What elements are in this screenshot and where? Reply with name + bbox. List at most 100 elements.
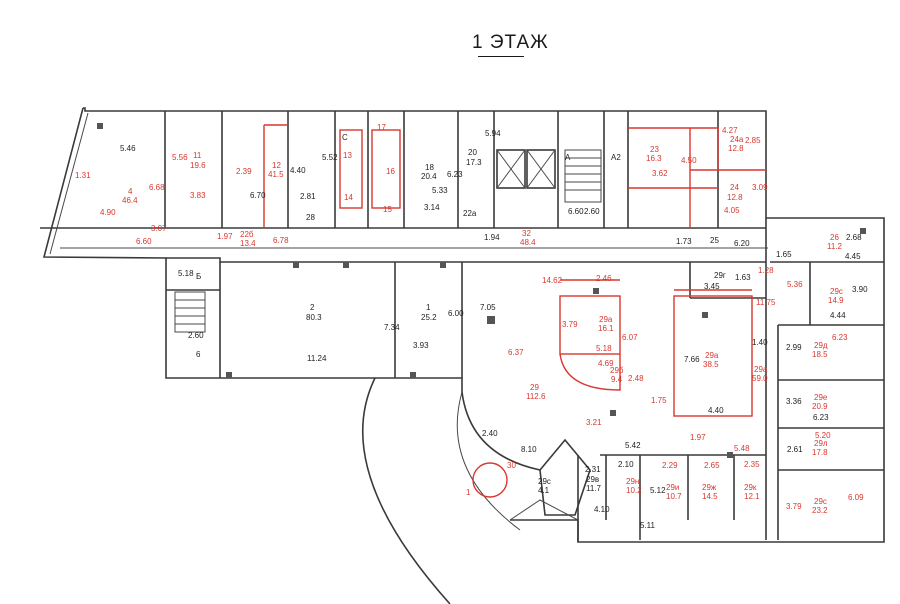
room-number: 13 [343,151,352,160]
dimension-label: 5.33 [432,186,448,195]
room-number: 24а [730,135,744,144]
dimension-label: 1.65 [776,250,792,259]
room-number: 29д [814,341,828,350]
dimension-label: 3.62 [652,169,668,178]
room-number: 20 [468,148,477,157]
room-area: 38.5 [703,360,719,369]
dimension-label: 5.11 [640,521,656,530]
dimension-label: 2.68 [846,233,862,242]
dimension-label: 5.18 [596,344,612,353]
dimension-label: 6.20 [734,239,750,248]
dimension-label: 5.48 [734,444,750,453]
room-area: 4.1 [538,486,550,495]
room-number: А2 [611,153,621,162]
room-area: 18.5 [812,350,828,359]
room-number: 29ж [702,483,717,492]
room-number: 16 [386,167,395,176]
room-number: 29г [714,271,726,280]
room-labels: 4 46.4 11 19.6 12 41.5 13 14 15 16 17 18… [122,123,844,515]
dimension-label: 2.85 [745,136,761,145]
room-number: 28 [306,213,315,222]
room-area: 19.6 [190,161,206,170]
room-number: 17 [377,123,386,132]
room-number: 32 [522,229,531,238]
dimension-label: 4.45 [845,252,861,261]
room-number: 1 [466,488,471,497]
room-area: 80.3 [306,313,322,322]
dimension-label: 6.23 [447,170,463,179]
dimension-label: 5.12 [650,486,666,495]
room-area: 25.2 [421,313,437,322]
dimension-label: 5.52 [322,153,338,162]
room-number: 29и [666,483,679,492]
room-number: 29с [814,497,827,506]
dimension-label: 3.93 [413,341,429,350]
room-number: 23 [650,145,659,154]
room-number: 29а [599,315,613,324]
room-area: 11.7 [586,484,602,493]
dimension-label: 1.31 [75,171,91,180]
room-area: 16.1 [598,324,614,333]
dimension-label: 4.27 [722,126,738,135]
room-number: 29с [830,287,843,296]
room-area: 23.2 [812,506,828,515]
dimension-label: 2.29 [662,461,678,470]
room-area: 112.6 [526,392,546,401]
dimension-label: 5.18 [178,269,194,278]
room-area: 10.2 [626,486,642,495]
dimension-label: 5.94 [485,129,501,138]
room-area: 14.9 [828,296,844,305]
room-area: 12.8 [728,144,744,153]
outer-walls [42,107,885,543]
room-area: 59.0 [752,374,768,383]
dimension-label: 6.09 [848,493,864,502]
red-partitions [263,124,766,417]
dimension-label: 4.05 [724,206,740,215]
room-number: 24 [730,183,739,192]
dimension-label: 2.46 [596,274,612,283]
dimension-label: 2.99 [786,343,802,352]
floor-title: 1 ЭТАЖ [472,32,549,53]
room-area: 14.5 [702,492,718,501]
dimension-label: 1.28 [758,266,774,275]
room-number: 29н [626,477,639,486]
room-area: 17.8 [812,448,828,457]
dimension-label: 2.61 [787,445,803,454]
interior-walls [40,111,884,604]
room-area: 48.4 [520,238,536,247]
dimension-label: 7.05 [480,303,496,312]
room-number: Б [196,272,201,281]
dimension-label: 1.97 [690,433,706,442]
room-number: 22б [240,230,254,239]
dimension-label: 3.14 [424,203,440,212]
dimension-label: 3.90 [852,285,868,294]
dimension-label: 4.50 [681,156,697,165]
room-number: 29а [705,351,719,360]
dimension-label: 2.60 [584,207,600,216]
dimension-label: 3.09 [752,183,768,192]
dimension-label: 2.35 [744,460,760,469]
dimension-label: 2.48 [628,374,644,383]
dimension-label: 2.10 [618,460,634,469]
room-area: 11.2 [827,242,843,251]
dimension-label: 3.21 [586,418,602,427]
dimension-labels: 5.46 1.31 6.68 6.60 4.90 5.56 3.83 2.39 … [75,126,868,530]
dimension-label: 1.73 [676,237,692,246]
dimension-label: 1.63 [735,273,751,282]
dimension-label: 6.68 [149,183,165,192]
room-area: 12.8 [727,193,743,202]
room-area: 46.4 [122,196,138,205]
room-area: 20.9 [812,402,828,411]
dimension-label: 3.45 [704,282,720,291]
dimension-label: 3.79 [786,502,802,511]
dimension-label: 5.46 [120,144,136,153]
room-number: 6 [196,350,201,359]
room-number: 29с [538,477,551,486]
dimension-label: 6.23 [813,413,829,422]
dimension-label: 6.60 [136,237,152,246]
dimension-label: 1.97 [217,232,233,241]
dimension-label: 1.40 [752,338,768,347]
room-number: А [565,153,571,162]
room-number: 29б [610,366,624,375]
